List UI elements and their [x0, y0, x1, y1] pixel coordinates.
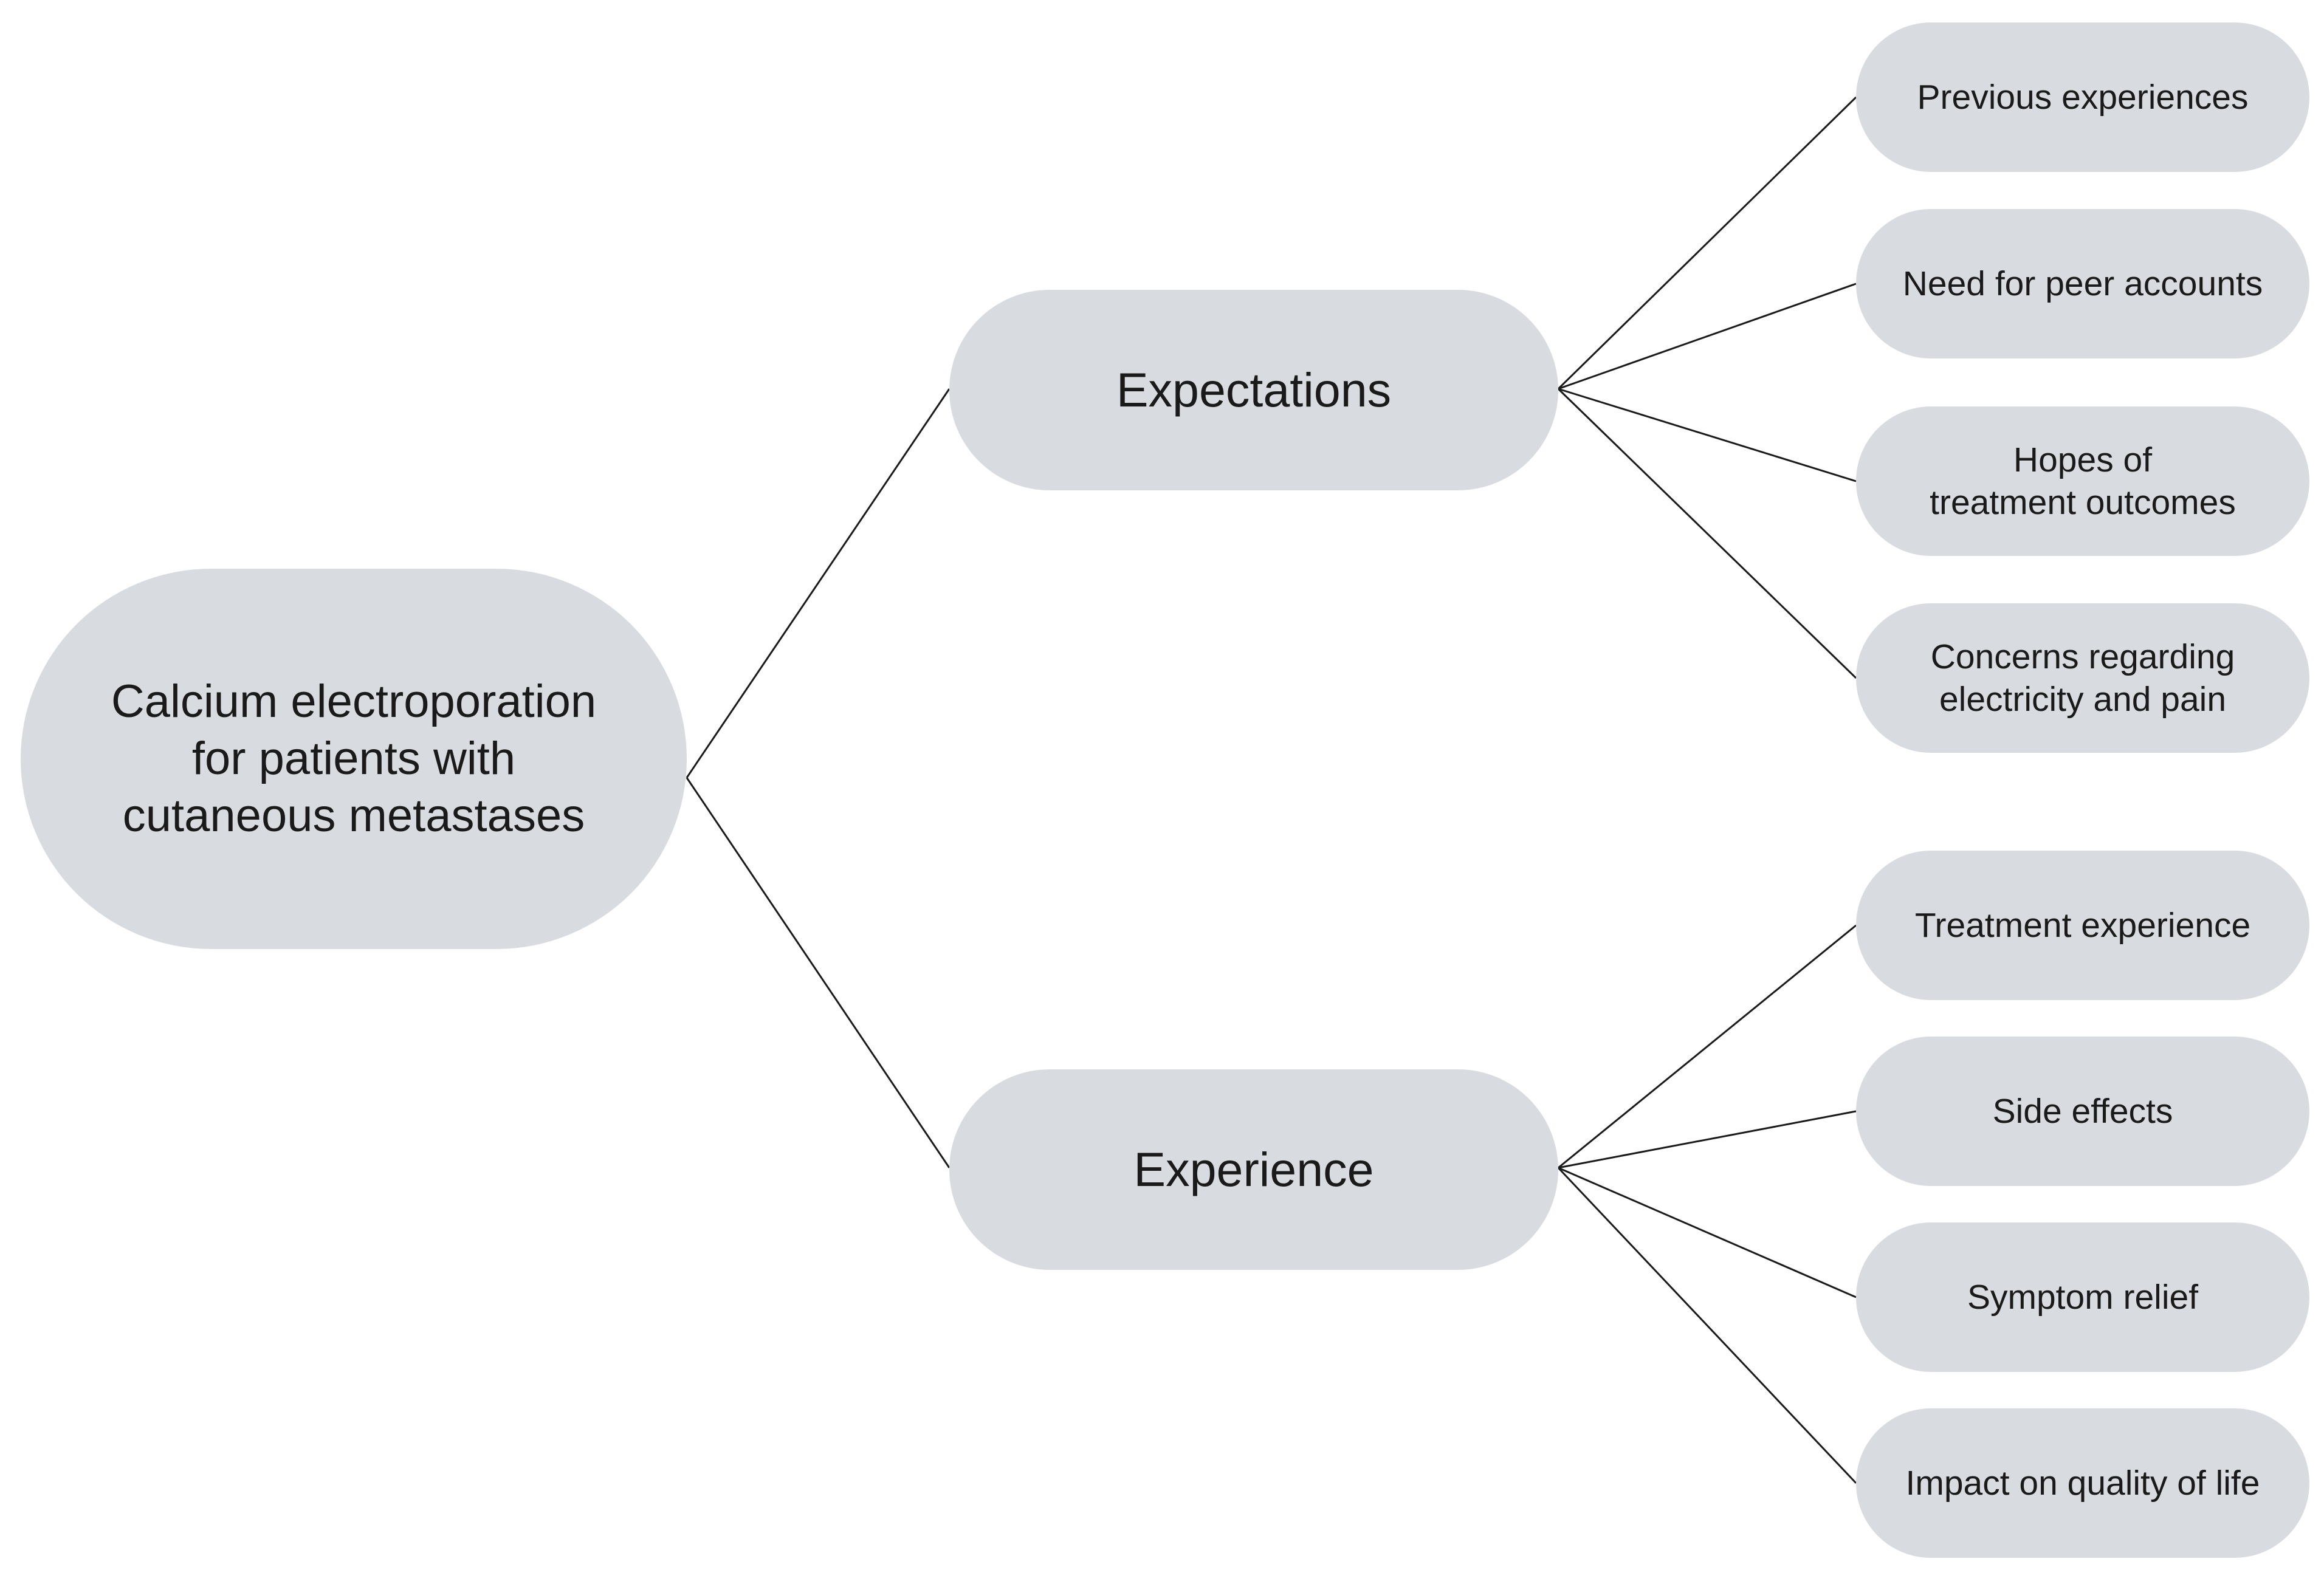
subtheme-node-previous-experiences: Previous experiences [1856, 22, 2309, 172]
connector-expectations-hopes [1558, 388, 1857, 482]
theme-node-expectations: Expectations [949, 290, 1558, 490]
connector-expectations-need-for-peer-accounts [1558, 283, 1857, 390]
subtheme-label: Previous experiences [1917, 78, 2249, 117]
subtheme-node-side-effects: Side effects [1856, 1037, 2309, 1186]
subtheme-label: Impact on quality of life [1905, 1464, 2260, 1503]
connector-experience-symptom-relief [1558, 1167, 1857, 1298]
subtheme-node-impact-on-quality-of-life: Impact on quality of life [1856, 1408, 2309, 1558]
subtheme-label: Treatment experience [1914, 906, 2251, 945]
connector-experience-treatment-experience [1558, 924, 1857, 1169]
root-label: Calcium electroporation for patients wit… [111, 676, 597, 842]
connector-root-experience [686, 777, 951, 1168]
subtheme-node-hopes-of-treatment-outcomes: Hopes of treatment outcomes [1856, 406, 2309, 556]
connector-root-expectations [686, 388, 951, 778]
subtheme-node-symptom-relief: Symptom relief [1856, 1222, 2309, 1372]
theme-label-expectations: Expectations [1116, 363, 1392, 417]
subtheme-label: Concerns regarding electricity and pain [1930, 637, 2235, 719]
subtheme-node-need-for-peer-accounts: Need for peer accounts [1856, 209, 2309, 358]
connector-experience-side-effects [1558, 1110, 1857, 1169]
connector-expectations-previous-experiences [1557, 96, 1857, 390]
theme-label-experience: Experience [1133, 1142, 1374, 1196]
connector-expectations-concerns [1557, 388, 1857, 679]
subtheme-label: Need for peer accounts [1902, 264, 2263, 303]
subtheme-label: Side effects [1992, 1092, 2173, 1131]
subtheme-label: Hopes of treatment outcomes [1930, 440, 2236, 522]
theme-node-experience: Experience [949, 1069, 1558, 1270]
root-node: Calcium electroporation for patients wit… [21, 569, 687, 949]
connector-experience-quality-of-life [1557, 1167, 1857, 1484]
subtheme-label: Symptom relief [1967, 1278, 2199, 1317]
subtheme-node-concerns-electricity-pain: Concerns regarding electricity and pain [1856, 603, 2309, 753]
subtheme-node-treatment-experience: Treatment experience [1856, 851, 2309, 1000]
